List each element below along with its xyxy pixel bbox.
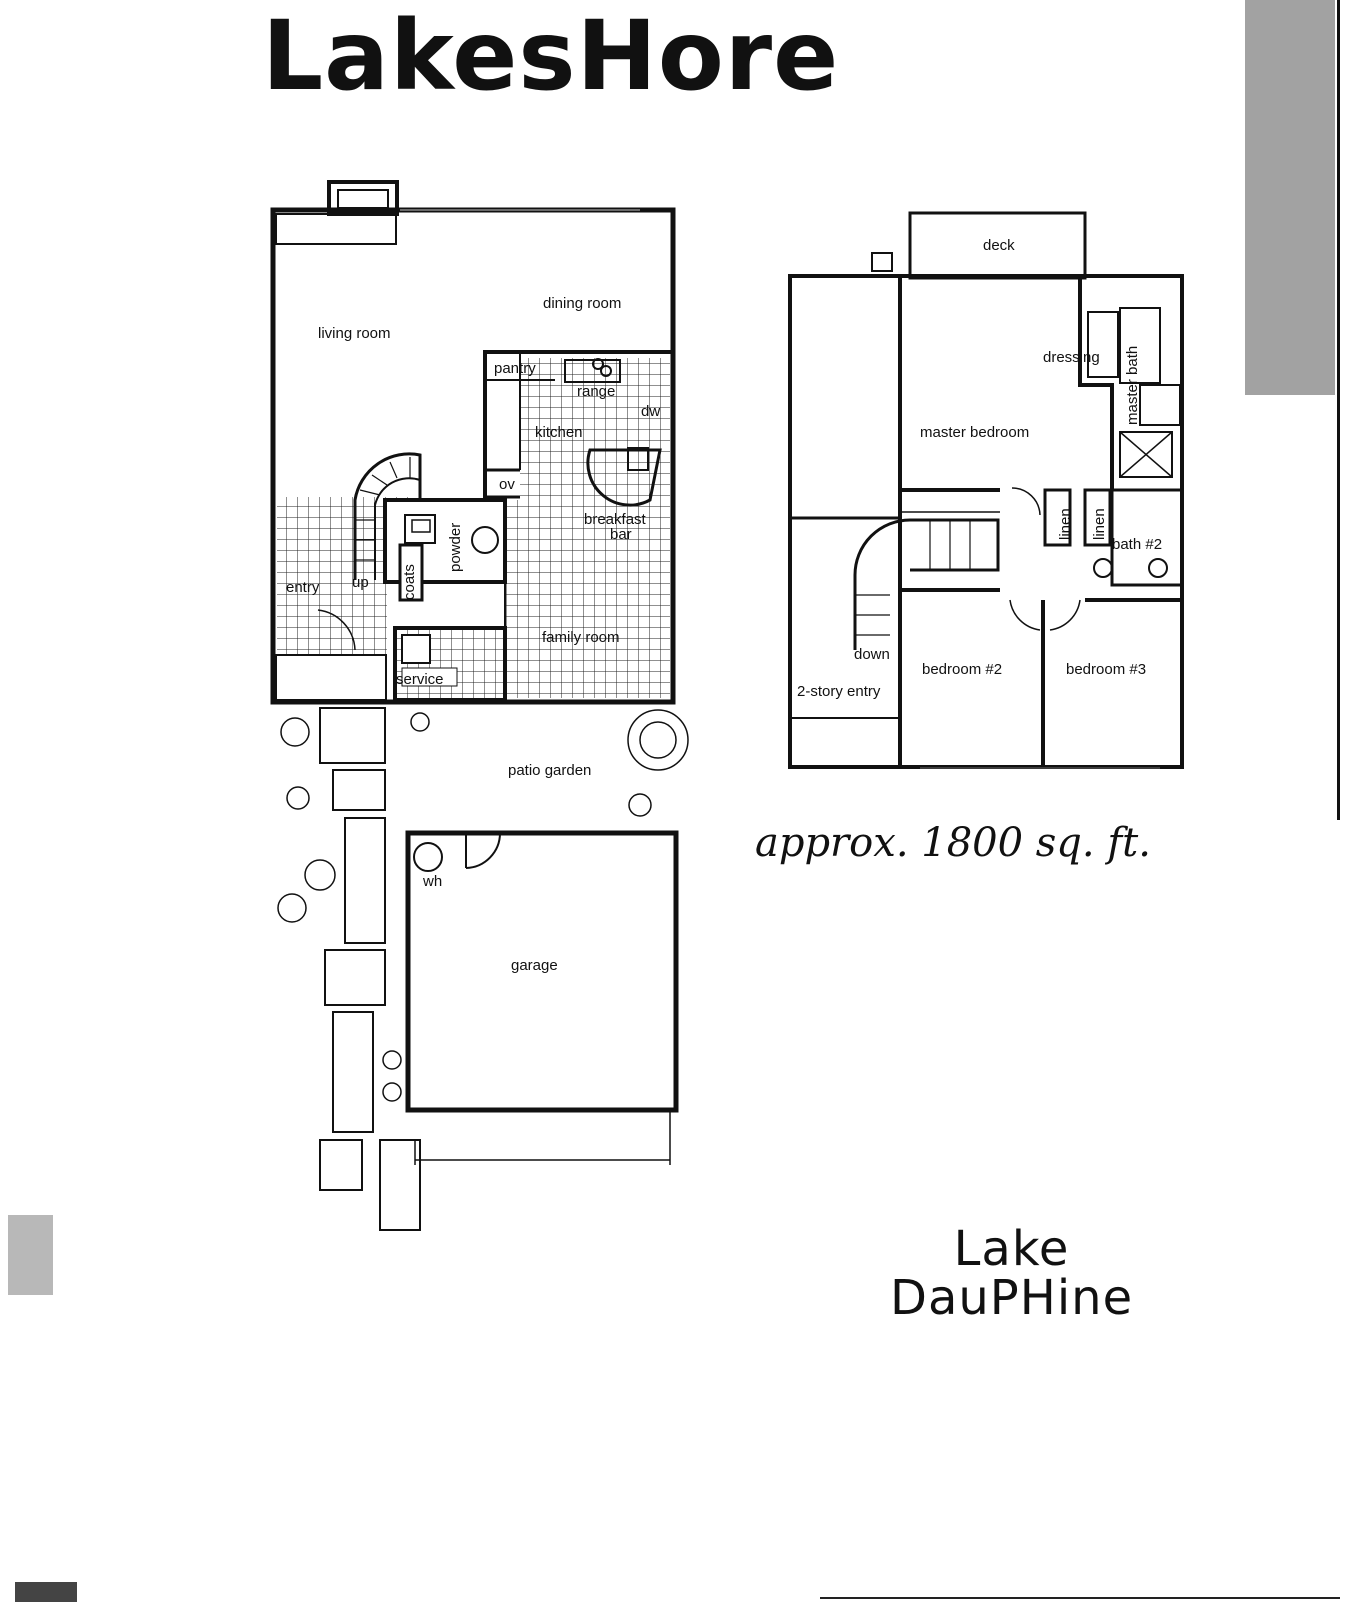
label-pantry: pantry — [494, 360, 536, 377]
label-coats: coats — [401, 564, 418, 600]
label-range: range — [577, 383, 615, 400]
label-master-bath: master bath — [1124, 346, 1141, 425]
brand-logo: Lake DauPHine — [890, 1225, 1133, 1323]
label-ov: ov — [499, 476, 515, 493]
label-up: up — [352, 574, 369, 591]
label-living-room: living room — [318, 325, 391, 342]
label-linen-1: linen — [1057, 508, 1074, 540]
label-bedroom-2: bedroom #2 — [922, 661, 1002, 678]
label-patio-garden: patio garden — [508, 762, 591, 779]
label-garage: garage — [511, 957, 558, 974]
second-floor-plan — [788, 211, 1184, 769]
label-kitchen: kitchen — [535, 424, 583, 441]
scan-corner-block — [15, 1582, 77, 1602]
area-note: approx. 1800 sq. ft. — [755, 820, 1151, 866]
fireplace — [275, 213, 397, 245]
label-2-story-entry: 2-story entry — [797, 683, 881, 700]
label-bar: bar — [610, 526, 632, 543]
label-bedroom-3: bedroom #3 — [1066, 661, 1146, 678]
label-family-room: family room — [542, 629, 620, 646]
brochure-title: LakesHore — [262, 0, 840, 112]
label-wh: wh — [422, 873, 442, 890]
label-dining-room: dining room — [543, 295, 621, 312]
brand-line-1: Lake — [953, 1221, 1070, 1277]
second-floor-labels: deck dressing master bath master bedroom… — [797, 237, 1162, 700]
label-down: down — [854, 646, 890, 663]
scan-smudge-left — [8, 1215, 53, 1295]
brand-line-2: DauPHine — [890, 1269, 1134, 1326]
first-floor-labels: living room dining room pantry range dw … — [286, 295, 660, 974]
label-powder: powder — [447, 523, 464, 572]
label-deck: deck — [983, 237, 1015, 254]
label-master-bedroom: master bedroom — [920, 424, 1029, 441]
label-dw: dw — [641, 403, 660, 420]
label-linen-2: linen — [1091, 508, 1108, 540]
label-service: service — [396, 671, 444, 688]
label-bath-2: bath #2 — [1112, 536, 1162, 553]
label-breakfast: breakfast — [584, 511, 647, 528]
garage-outline — [405, 830, 679, 1113]
label-dressing: dressing — [1043, 349, 1100, 366]
scan-smudge-right — [1245, 0, 1335, 395]
scan-bottom-line — [820, 1597, 1340, 1599]
first-floor-plan — [270, 180, 689, 1231]
scan-edge-line — [1337, 0, 1340, 820]
label-entry: entry — [286, 579, 320, 596]
